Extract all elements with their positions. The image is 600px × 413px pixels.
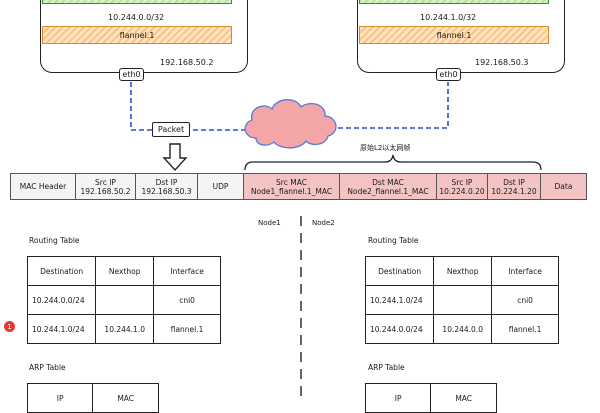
node1-veth-ip: 10.244.0.0/32 bbox=[108, 13, 165, 22]
step-badge: 1 bbox=[4, 321, 15, 332]
inner-dst-ip: 10.224.1.20 bbox=[491, 186, 537, 196]
node1-flannel-box: flannel.1 bbox=[42, 26, 232, 44]
frame-inner-dst-mac: Dst MAC Node2_flannel.1_MAC bbox=[340, 174, 437, 199]
table-row: 10.244.1.0/24 10.244.1.0 flannel.1 bbox=[26, 314, 221, 344]
node1-host-box bbox=[40, 0, 248, 73]
header-ip: IP bbox=[364, 383, 432, 413]
node1-arp-table: IP MAC bbox=[26, 383, 159, 413]
udp-label: UDP bbox=[212, 182, 229, 191]
node2-flannel-box: flannel.1 bbox=[359, 26, 549, 44]
route-nexthop bbox=[95, 285, 155, 315]
frame-udp: UDP bbox=[198, 174, 244, 199]
route-interface: flannel.1 bbox=[491, 314, 559, 344]
node2-eth0[interactable]: eth0 bbox=[436, 68, 461, 81]
inner-dst-mac-label: Dst MAC bbox=[372, 177, 404, 187]
inner-src-ip: 10.224.0.20 bbox=[439, 186, 485, 196]
route-interface: cni0 bbox=[153, 285, 221, 315]
inner-src-ip-label: Src IP bbox=[451, 177, 473, 187]
packet-box[interactable]: Packet bbox=[152, 122, 190, 137]
table-row: Destination Nexthop Interface bbox=[364, 256, 559, 286]
outer-src-ip-label: Src IP bbox=[95, 177, 116, 187]
node1-veth-strip bbox=[42, 0, 232, 4]
table-row: IP MAC bbox=[26, 383, 159, 413]
node2-veth-strip bbox=[359, 0, 549, 4]
table-row: 10.244.0.0/24 cni0 bbox=[26, 285, 221, 315]
node2-arp-table: IP MAC bbox=[364, 383, 497, 413]
header-interface: Interface bbox=[153, 256, 221, 286]
node2-eth0-label: eth0 bbox=[439, 70, 458, 79]
frame-inner-dst-ip: Dst IP 10.224.1.20 bbox=[488, 174, 541, 199]
frame-data: Data bbox=[541, 174, 586, 199]
header-destination: Destination bbox=[364, 256, 435, 286]
mac-header-label: MAC Header bbox=[19, 182, 67, 191]
header-ip: IP bbox=[26, 383, 94, 413]
down-arrow-icon bbox=[162, 143, 188, 172]
node1-routing-table: Destination Nexthop Interface 10.244.0.0… bbox=[26, 256, 221, 344]
table-row: 10.244.0.0/24 10.244.0.0 flannel.1 bbox=[364, 314, 559, 344]
inner-src-mac-label: Src MAC bbox=[276, 177, 307, 187]
frame-inner-src-ip: Src IP 10.224.0.20 bbox=[437, 174, 488, 199]
node1-arp-title: ARP Table bbox=[29, 363, 66, 372]
node2-flannel-label: flannel.1 bbox=[436, 30, 472, 40]
route-interface: flannel.1 bbox=[153, 314, 221, 344]
network-connectors bbox=[130, 82, 542, 400]
header-nexthop: Nexthop bbox=[95, 256, 155, 286]
frame-outer-dst-ip: Dst IP 192.168.50.3 bbox=[136, 174, 198, 199]
dashed-link-right bbox=[338, 82, 449, 129]
header-destination: Destination bbox=[26, 256, 97, 286]
inner-src-mac: Node1_flannel.1_MAC bbox=[250, 186, 333, 196]
route-destination: 10.244.0.0/24 bbox=[26, 285, 97, 315]
inner-frame-brace bbox=[244, 154, 542, 171]
table-row: IP MAC bbox=[364, 383, 497, 413]
node2-arp-title: ARP Table bbox=[368, 363, 405, 372]
table-row: Destination Nexthop Interface bbox=[26, 256, 221, 286]
frame-caption: 原始L2以太网帧 bbox=[360, 144, 411, 152]
node1-eth0-label: eth0 bbox=[122, 70, 141, 79]
packet-frame: MAC Header Src IP 192.168.50.2 Dst IP 19… bbox=[10, 173, 587, 200]
inner-dst-ip-label: Dst IP bbox=[503, 177, 525, 187]
node1-routing-title: Routing Table bbox=[29, 236, 80, 245]
table-row: 10.244.1.0/24 cni0 bbox=[364, 285, 559, 315]
route-nexthop bbox=[433, 285, 493, 315]
data-label: Data bbox=[554, 182, 573, 191]
outer-src-ip: 192.168.50.2 bbox=[80, 186, 131, 196]
dashed-link-left bbox=[130, 82, 245, 131]
network-cloud bbox=[244, 99, 337, 149]
route-nexthop: 10.244.0.0 bbox=[433, 314, 493, 344]
frame-inner-src-mac: Src MAC Node1_flannel.1_MAC bbox=[244, 174, 340, 199]
frame-mac-header: MAC Header bbox=[11, 174, 76, 199]
node2-routing-title: Routing Table bbox=[368, 236, 419, 245]
header-mac: MAC bbox=[430, 383, 497, 413]
route-nexthop: 10.244.1.0 bbox=[95, 314, 155, 344]
node2-routing-table: Destination Nexthop Interface 10.244.1.0… bbox=[364, 256, 559, 344]
node1-eth0[interactable]: eth0 bbox=[119, 68, 144, 81]
node2-veth-ip: 10.244.1.0/32 bbox=[420, 13, 477, 22]
header-interface: Interface bbox=[491, 256, 559, 286]
node1-label: Node1 bbox=[258, 219, 281, 227]
route-destination: 10.244.1.0/24 bbox=[364, 285, 435, 315]
route-interface: cni0 bbox=[491, 285, 559, 315]
node2-host-box bbox=[357, 0, 565, 73]
outer-dst-ip-label: Dst IP bbox=[155, 177, 178, 187]
header-nexthop: Nexthop bbox=[433, 256, 493, 286]
inner-dst-mac: Node2_flannel.1_MAC bbox=[347, 186, 429, 196]
route-destination: 10.244.1.0/24 bbox=[26, 314, 97, 344]
route-destination: 10.244.0.0/24 bbox=[364, 314, 435, 344]
packet-label: Packet bbox=[157, 125, 185, 134]
node2-label: Node2 bbox=[312, 219, 335, 227]
header-mac: MAC bbox=[92, 383, 159, 413]
frame-outer-src-ip: Src IP 192.168.50.2 bbox=[76, 174, 136, 199]
node1-flannel-label: flannel.1 bbox=[119, 30, 155, 40]
outer-dst-ip: 192.168.50.3 bbox=[141, 186, 192, 196]
node1-host-ip: 192.168.50.2 bbox=[160, 58, 214, 67]
node2-host-ip: 192.168.50.3 bbox=[475, 58, 529, 67]
